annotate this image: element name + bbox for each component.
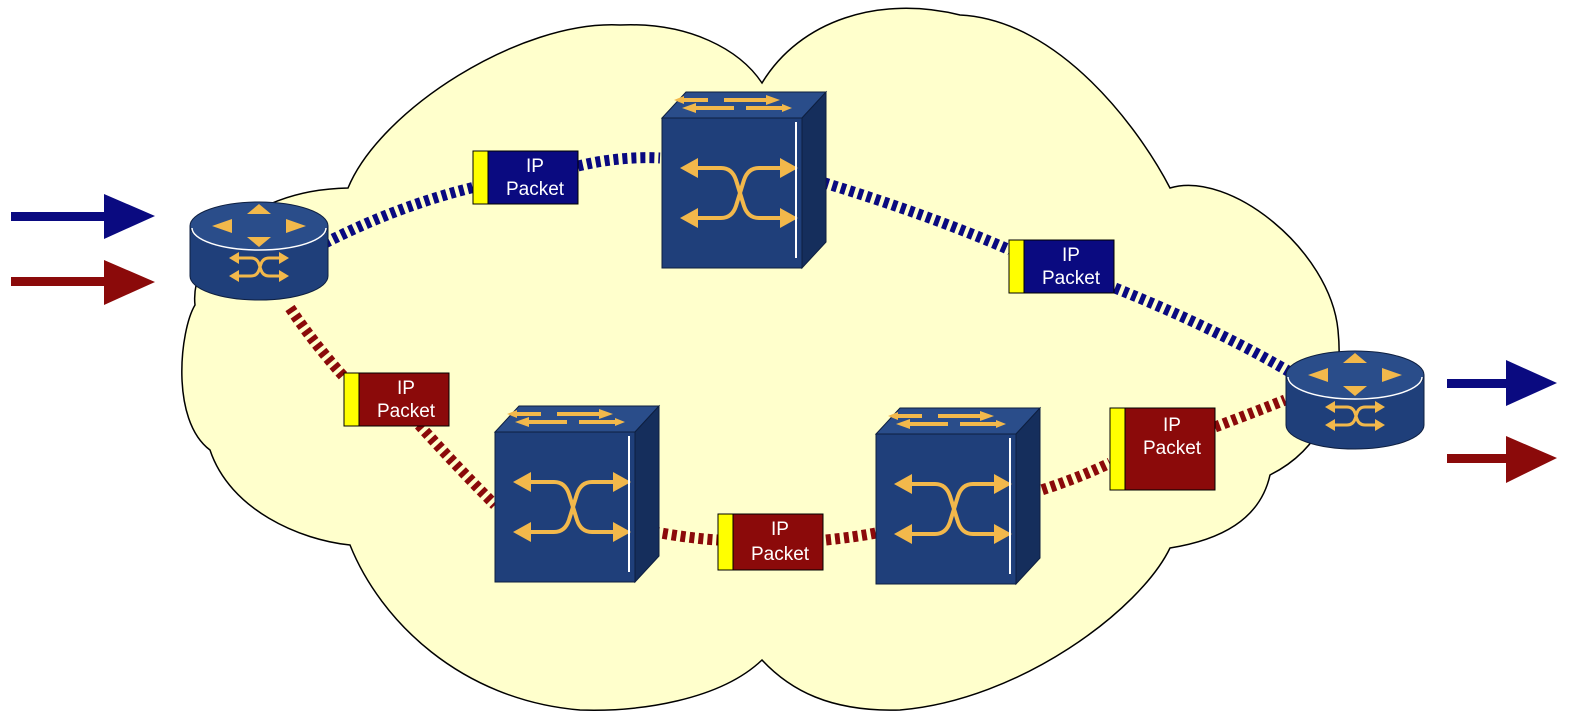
packet-label-line2: Packet: [506, 179, 565, 200]
packet-blue-2: IP Packet: [1008, 239, 1115, 294]
switch-bottom-left-icon: [493, 404, 661, 584]
packet-red-2: IP Packet: [717, 513, 824, 571]
packet-label-line1: IP: [526, 156, 544, 177]
packet-label-line1: IP: [1062, 245, 1080, 266]
input-blue-arrow-icon: [11, 194, 155, 239]
output-red-arrow-icon: [1447, 436, 1557, 483]
packet-red-3: IP Packet: [1109, 407, 1216, 491]
egress-router-icon: [1284, 349, 1426, 451]
switch-top-icon: [660, 90, 828, 270]
packet-label-line2: Packet: [1143, 438, 1202, 459]
packet-label-line2: Packet: [751, 544, 810, 565]
packet-label-line2: Packet: [1042, 268, 1101, 289]
packet-red-1: IP Packet: [343, 372, 450, 427]
switch-bottom-right-icon: [874, 406, 1042, 586]
blue-flow-path: [322, 152, 1303, 383]
packet-label-line1: IP: [397, 378, 415, 399]
packet-label-line2: Packet: [377, 401, 436, 422]
packet-label-line1: IP: [771, 519, 789, 540]
packet-blue-1: IP Packet: [472, 150, 579, 205]
input-red-arrow-icon: [11, 260, 155, 305]
ingress-router-icon: [188, 200, 330, 302]
output-blue-arrow-icon: [1447, 360, 1557, 406]
packet-label-line1: IP: [1163, 415, 1181, 436]
